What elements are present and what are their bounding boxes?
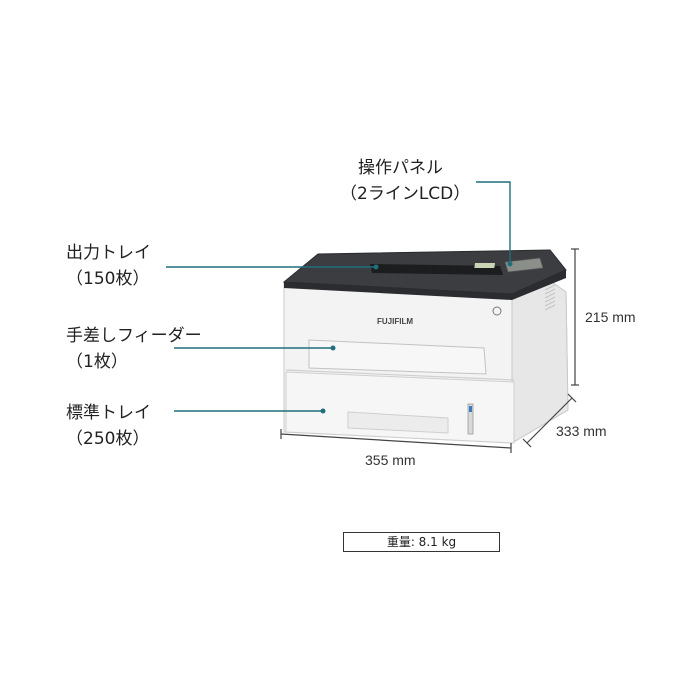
depth-dimension-line: [526, 397, 573, 444]
tray-handle: [347, 411, 449, 434]
paper-level-marker: [469, 406, 472, 412]
depth-dimension-label: 333 mm: [556, 423, 607, 439]
panel-callout-detail: （2ラインLCD）: [340, 184, 471, 204]
printer-side: [511, 275, 569, 444]
height-dimension-label: 215 mm: [585, 309, 636, 325]
standard-tray-front: [285, 371, 515, 444]
panel-callout-title: 操作パネル: [358, 158, 443, 178]
brand-logo: FUJIFILM: [377, 317, 413, 326]
standard-tray-callout-title: 標準トレイ: [66, 403, 151, 423]
output-tray-callout-detail: （150枚）: [66, 269, 150, 289]
leader-panel: [476, 181, 511, 262]
standard-tray-callout: 標準トレイ （250枚）: [66, 400, 151, 452]
lcd-screen: [474, 263, 496, 268]
manual-feeder-callout-title: 手差しフィーダー: [66, 326, 202, 346]
manual-feeder-callout-detail: （1枚）: [66, 352, 128, 372]
side-vents: [544, 284, 556, 311]
panel-callout: 操作パネル （2ラインLCD）: [340, 155, 470, 207]
power-button-icon: [492, 306, 502, 316]
output-tray-callout: 出力トレイ （150枚）: [66, 240, 151, 292]
lcd-panel: [504, 257, 544, 273]
output-tray-callout-title: 出力トレイ: [66, 243, 151, 263]
width-dimension-label: 355 mm: [365, 452, 416, 468]
printer-top-edge: [284, 270, 566, 300]
tray-seam: [285, 369, 515, 381]
width-dimension-line: [280, 433, 512, 449]
paper-level-indicator: [467, 403, 474, 435]
output-tray-slot: [370, 264, 503, 275]
manual-feeder-cover: [308, 339, 487, 375]
leader-dots: [320, 261, 513, 414]
leader-lines: [166, 181, 511, 412]
weight-badge: 重量: 8.1 kg: [343, 532, 500, 552]
standard-tray-callout-detail: （250枚）: [66, 429, 150, 449]
manual-feeder-callout: 手差しフィーダー （1枚）: [66, 323, 202, 375]
dimension-lines: [280, 248, 579, 453]
